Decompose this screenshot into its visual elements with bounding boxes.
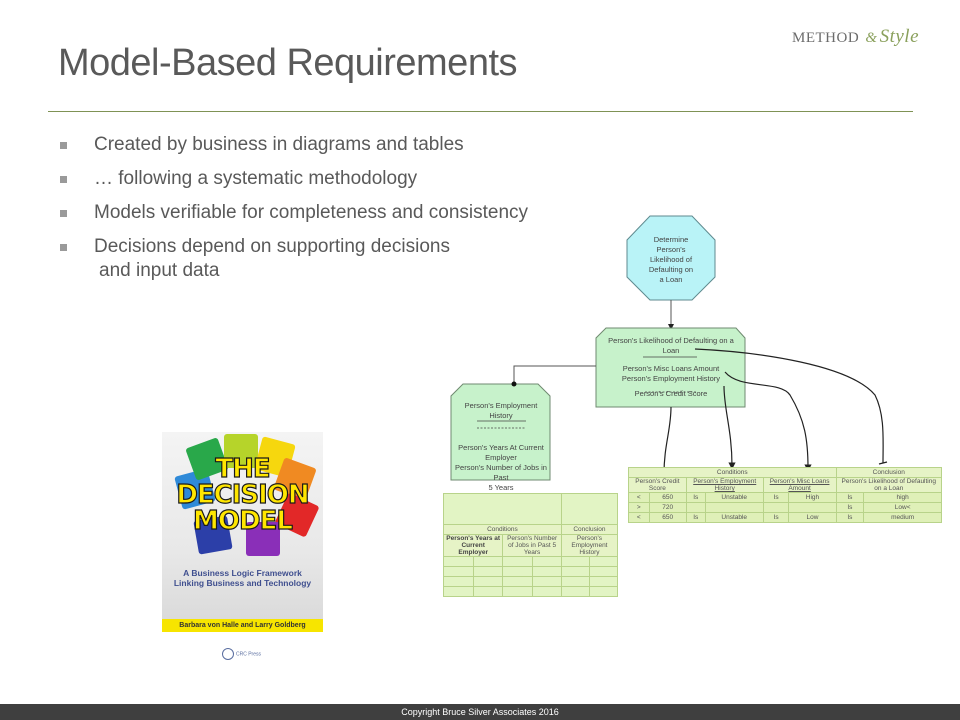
decision-node-label: Determine Person's Likelihood of Default… (648, 235, 694, 284)
employment-history-connector (723, 385, 736, 470)
table-row (443, 556, 619, 567)
bullet-item: Models verifiable for completeness and c… (58, 201, 528, 225)
group-header-row: Conditions Conclusion (628, 467, 943, 478)
slide-title: Model-Based Requirements (58, 42, 518, 84)
table-row (443, 576, 619, 587)
conclusion-connector (694, 348, 884, 464)
bullet-list: Created by business in diagrams and tabl… (58, 133, 528, 293)
bullet-square-icon (60, 176, 67, 183)
brand-ampersand: & (865, 30, 878, 46)
brand-style: Style (879, 26, 920, 47)
footer-copyright: Copyright Bruce Silver Associates 2016 (0, 704, 960, 720)
main-model-shape (595, 327, 746, 408)
employment-connector (513, 365, 596, 384)
book-cover-image: THE DECISION MODEL A Business Logic Fram… (162, 432, 323, 632)
book-authors: Barbara von Halle and Larry Goldberg (162, 619, 323, 632)
employment-model-label: Person's Employment History Person's Yea… (455, 401, 547, 492)
conditions-header: Conditions (628, 467, 837, 478)
book-title-line: MODEL (192, 506, 293, 536)
main-decision-table: Conditions Conclusion Person's Credit Sc… (628, 467, 943, 523)
main-model-label: Person's Likelihood of Defaulting on a L… (608, 336, 734, 398)
book-subtitle: A Business Logic Framework Linking Busin… (173, 568, 312, 588)
conclusion-header: Conclusion (835, 467, 943, 478)
brand-method: METHOD (792, 30, 860, 46)
book-title-line: THE (215, 454, 271, 484)
credit-score-connector (660, 406, 672, 478)
bullet-item: … following a systematic methodology (58, 167, 528, 191)
column-header-row: Person's Credit Score Person's Employmen… (628, 477, 943, 493)
decision-octagon (626, 215, 716, 301)
employment-model-shape (450, 383, 551, 481)
title-divider (48, 111, 913, 112)
publisher-logo: CRC Press (222, 648, 261, 660)
bullet-square-icon (60, 244, 67, 251)
book-title-line: DECISION (176, 480, 311, 510)
conditions-header: Conditions (443, 524, 562, 535)
misc-loans-connector (724, 371, 812, 472)
employment-decision-table: Conditions Conclusion Person's Years at … (442, 493, 619, 597)
table-row (443, 586, 619, 597)
crc-logo-icon (222, 648, 234, 660)
bullet-item: Decisions depend on supporting decisions… (58, 235, 528, 283)
brand-logo: METHOD &Style (792, 26, 919, 48)
bullet-square-icon (60, 210, 67, 217)
bullet-square-icon (60, 142, 67, 149)
conclusion-header: Conclusion (560, 524, 619, 535)
table-row (443, 566, 619, 577)
bullet-item: Created by business in diagrams and tabl… (58, 133, 528, 157)
